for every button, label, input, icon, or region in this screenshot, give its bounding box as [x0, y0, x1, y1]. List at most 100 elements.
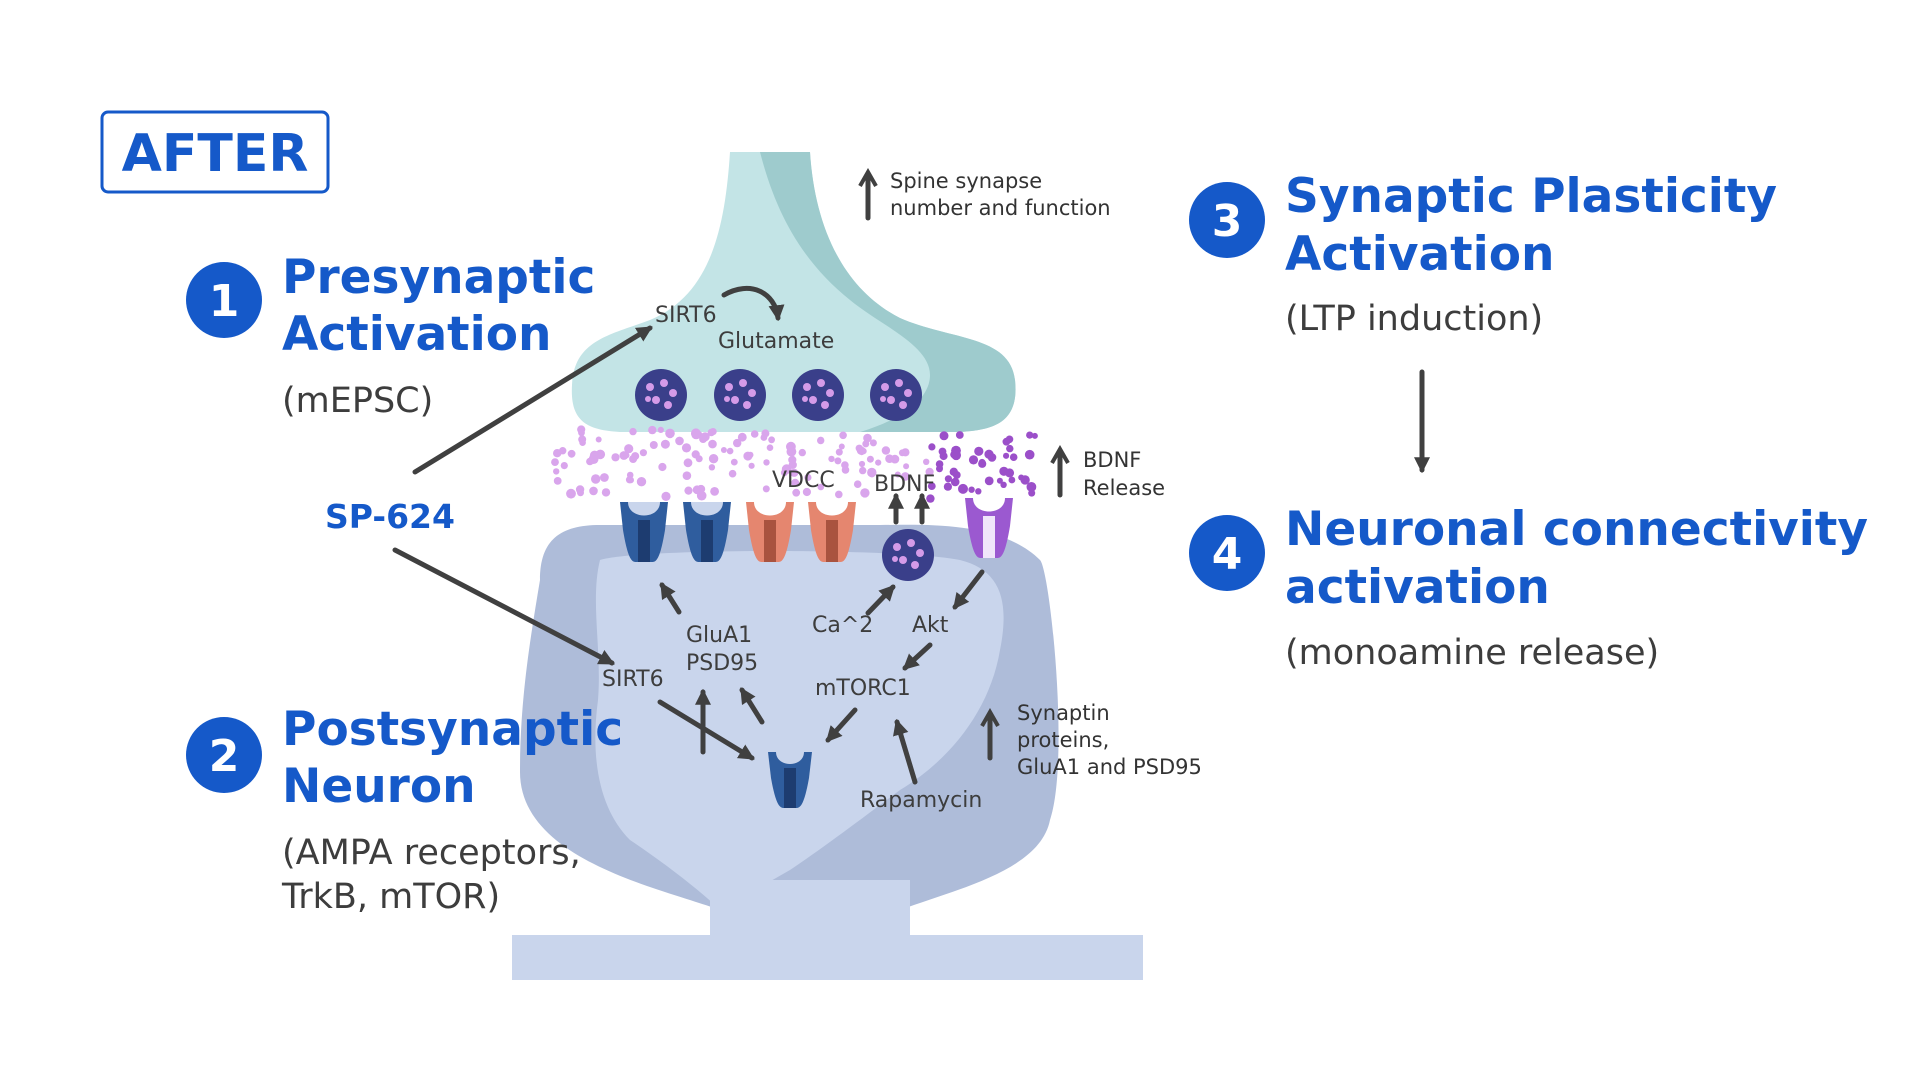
step-title-line2: Activation: [1285, 227, 1555, 282]
neurotransmitter-dot: [951, 450, 961, 461]
neurotransmitter-dot: [636, 477, 647, 487]
neurotransmitter-dot: [639, 449, 648, 457]
neurotransmitter-dot: [551, 458, 559, 466]
neurotransmitter-dot: [611, 453, 620, 462]
neurotransmitter-dot: [863, 433, 872, 443]
neurotransmitter-dot: [943, 482, 953, 491]
neurotransmitter-dot: [629, 427, 637, 436]
neurotransmitter-dot: [682, 471, 692, 481]
neurotransmitter-dot: [949, 467, 958, 476]
neurotransmitter-dot: [661, 491, 671, 501]
neurotransmitter-dot: [939, 452, 948, 461]
label-akt: Akt: [912, 613, 949, 638]
neurotransmitter-dot: [802, 487, 812, 497]
neurotransmitter-dot: [760, 434, 768, 441]
neurotransmitter-dot: [578, 429, 585, 437]
neurotransmitter-dot: [869, 439, 877, 447]
neurotransmitter-dot: [790, 468, 799, 477]
neurotransmitter-dot: [684, 486, 693, 495]
step-detail: (monoamine release): [1285, 633, 1659, 673]
label-sirt6-pre: SIRT6: [655, 303, 717, 328]
neurotransmitter-dot: [591, 474, 601, 484]
neurotransmitter-dot: [894, 471, 901, 478]
neurotransmitter-dot: [1018, 474, 1025, 481]
neurotransmitter-dot: [595, 449, 606, 460]
step-title-line1: Synaptic Plasticity: [1285, 169, 1777, 224]
step-number: 3: [1212, 196, 1243, 247]
neurotransmitter-dot: [1024, 449, 1035, 460]
neurotransmitter-dot: [885, 454, 894, 464]
vdcc-channel: [746, 502, 794, 562]
step-1: 1 Presynaptic Activation (mEPSC): [186, 250, 595, 421]
neurotransmitter-dot: [560, 462, 568, 470]
step-2: 2 Postsynaptic Neuron (AMPA receptors, T…: [186, 702, 623, 917]
neurotransmitter-dot: [708, 439, 717, 449]
ampa-receptor: [683, 502, 731, 562]
neurotransmitter-dot: [1005, 435, 1014, 444]
neurotransmitter-dot: [860, 447, 867, 455]
arrow-glua1-to-ampa: [659, 582, 682, 615]
neurotransmitter-dot: [984, 476, 994, 486]
neurotransmitter-dot: [601, 488, 611, 497]
arrow-ca-to-bdnf: [865, 584, 896, 616]
neurotransmitter-dot: [589, 486, 598, 496]
arrow-mtorc1-to-ampa: [825, 707, 858, 743]
neurotransmitter-dot: [595, 436, 602, 443]
neurotransmitter-dot: [631, 452, 640, 461]
step-number: 4: [1212, 529, 1243, 580]
neurotransmitter-dot: [791, 478, 800, 487]
neurotransmitter-dot: [901, 472, 910, 481]
vesicle: [870, 369, 922, 421]
neurotransmitter-dot: [577, 489, 584, 497]
neurotransmitter-dot: [1009, 453, 1018, 462]
label-vdcc: VDCC: [772, 468, 835, 493]
neurotransmitter-dot: [984, 449, 994, 459]
neurotransmitter-dot: [834, 457, 842, 465]
neurotransmitter-dot: [860, 488, 870, 498]
neurotransmitter-dot: [708, 454, 719, 464]
label-bdnf: BDNF: [874, 472, 935, 497]
neurotransmitter-dot: [766, 444, 774, 452]
neurotransmitter-dot: [567, 449, 576, 458]
presynaptic-terminal: [571, 152, 1016, 432]
neurotransmitter-dot: [762, 485, 770, 493]
neurotransmitter-dot: [828, 455, 835, 463]
neurotransmitter-dot: [804, 473, 812, 482]
neurotransmitter-dot: [1026, 482, 1037, 492]
neurotransmitter-dot: [692, 485, 702, 495]
neurotransmitter-dot: [817, 436, 825, 445]
step-4: 4 Neuronal connectivity activation (mono…: [1189, 502, 1868, 673]
arrow-sirt6-to-ampa: [657, 699, 755, 761]
neurotransmitter-dot: [1003, 452, 1010, 459]
step-title-line1: Postsynaptic: [282, 702, 623, 757]
neurotransmitter-dot: [748, 462, 755, 469]
step-title-line1: Presynaptic: [282, 250, 595, 305]
annotation-spine-line2: number and function: [890, 196, 1111, 220]
step-title-line2: Activation: [282, 307, 552, 362]
neurotransmitter-dot: [788, 460, 797, 469]
bdnf-vesicle: [882, 529, 934, 581]
step-number-badge: [1189, 515, 1265, 591]
neurotransmitter-dot: [792, 488, 801, 497]
neurotransmitter-dot: [1008, 476, 1016, 484]
neurotransmitter-dot: [728, 469, 737, 478]
neurotransmitter-dot: [707, 428, 715, 437]
neurotransmitter-dot: [710, 487, 719, 496]
after-label: AFTER: [122, 124, 309, 184]
neurotransmitter-dot: [835, 448, 843, 456]
neurotransmitter-dot: [675, 436, 684, 446]
arrow-sp624-to-sirt6-post: [392, 547, 615, 666]
neurotransmitter-dot: [624, 444, 634, 454]
neurotransmitter-dot: [579, 439, 586, 447]
neurotransmitter-dot: [691, 428, 701, 439]
neurotransmitter-dot: [750, 430, 759, 438]
neurotransmitter-dot: [623, 452, 630, 459]
neurotransmitter-dot: [1000, 481, 1007, 488]
neurotransmitter-dot: [1028, 489, 1036, 497]
step-number: 2: [209, 731, 240, 782]
neurotransmitter-dot: [835, 490, 843, 499]
arrow-sp624-to-sirt6: [412, 325, 653, 475]
annotation-synaptin-line3: GluA1 and PSD95: [1017, 755, 1202, 779]
neurotransmitter-dot: [999, 466, 1009, 476]
